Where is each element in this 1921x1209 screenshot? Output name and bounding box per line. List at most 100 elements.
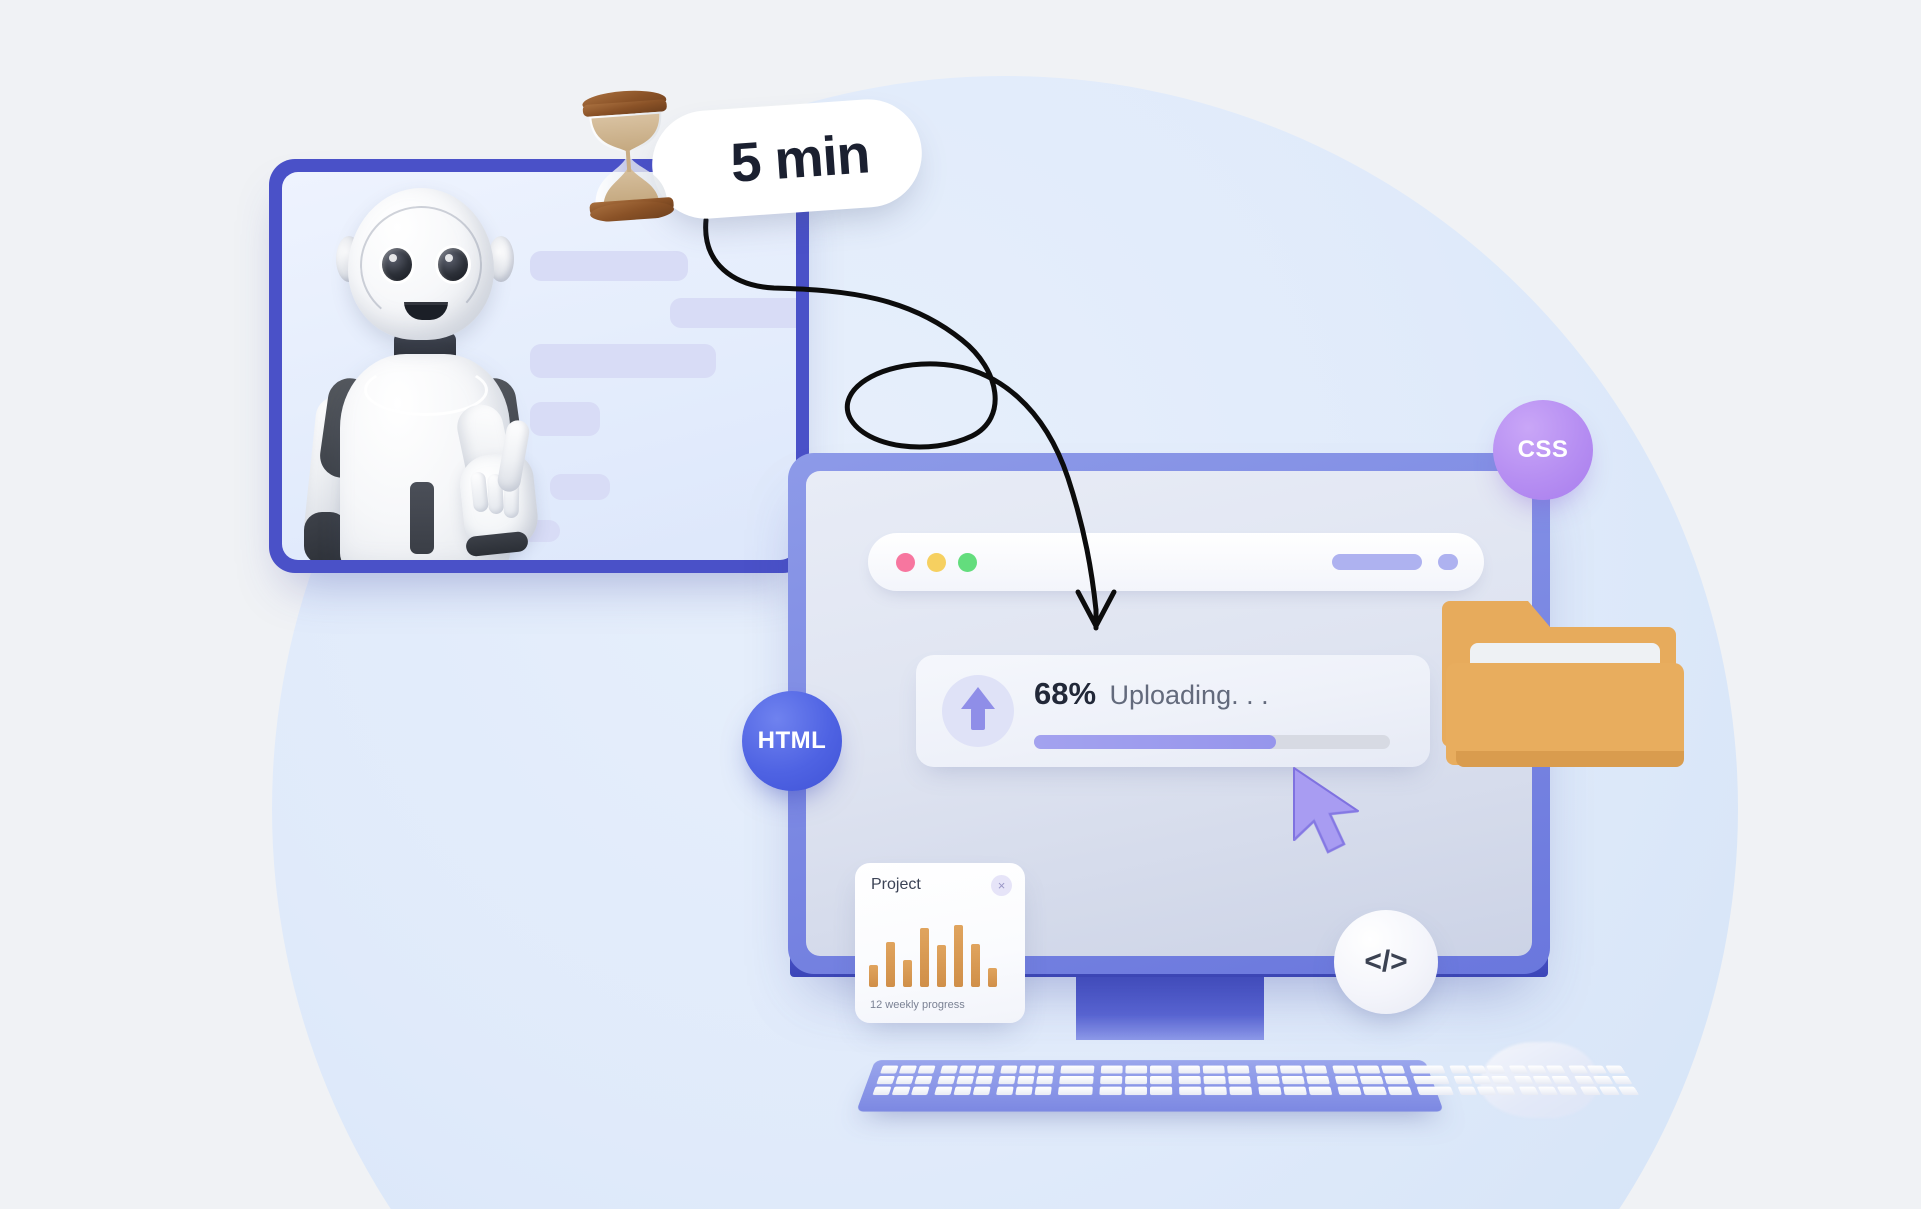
keyboard-key[interactable] — [1279, 1065, 1303, 1074]
keyboard-key[interactable] — [1099, 1086, 1122, 1096]
keyboard-key[interactable] — [917, 1065, 936, 1074]
keyboard-key-group[interactable] — [1099, 1065, 1173, 1096]
keyboard-key[interactable] — [1150, 1065, 1172, 1074]
keyboard-key[interactable] — [1337, 1086, 1362, 1096]
keyboard-key[interactable] — [1204, 1086, 1227, 1096]
keyboard-key[interactable] — [1124, 1086, 1147, 1096]
keyboard-key[interactable] — [977, 1065, 996, 1074]
keyboard-key[interactable] — [972, 1086, 991, 1096]
keyboard-key[interactable] — [1125, 1075, 1148, 1085]
keyboard-key[interactable] — [1229, 1086, 1253, 1096]
keyboard-key[interactable] — [1490, 1075, 1511, 1085]
keyboard-key[interactable] — [1202, 1065, 1225, 1074]
keyboard-key[interactable] — [1057, 1086, 1093, 1096]
keyboard-key-group[interactable] — [1057, 1065, 1095, 1096]
keyboard-key[interactable] — [1015, 1086, 1033, 1096]
keyboard-key[interactable] — [1283, 1086, 1308, 1096]
keyboard-key[interactable] — [1508, 1065, 1529, 1074]
project-card[interactable]: Project × 12 weekly progress — [855, 863, 1025, 1023]
window-close-dot[interactable] — [896, 552, 915, 572]
keyboard-key[interactable] — [880, 1065, 899, 1074]
keyboard-key[interactable] — [898, 1065, 918, 1074]
keyboard-key[interactable] — [1100, 1065, 1123, 1074]
keyboard-key[interactable] — [1018, 1065, 1036, 1074]
keyboard-key[interactable] — [910, 1086, 930, 1096]
window-maximize-dot[interactable] — [958, 552, 977, 572]
keyboard-key[interactable] — [1281, 1075, 1305, 1085]
keyboard-key[interactable] — [1359, 1075, 1384, 1085]
keyboard-key[interactable] — [876, 1075, 896, 1085]
keyboard-key[interactable] — [1573, 1075, 1595, 1085]
keyboard-key[interactable] — [891, 1086, 911, 1096]
code-badge[interactable]: </> — [1334, 910, 1438, 1014]
keyboard-key-group[interactable] — [1255, 1065, 1333, 1096]
keyboard-key[interactable] — [1412, 1075, 1450, 1085]
keyboard-key[interactable] — [1381, 1065, 1406, 1074]
html-badge[interactable]: HTML — [742, 691, 842, 791]
keyboard-key[interactable] — [940, 1065, 958, 1074]
keyboard-key[interactable] — [934, 1086, 953, 1096]
keyboard-key[interactable] — [953, 1086, 972, 1096]
keyboard-key[interactable] — [975, 1075, 993, 1085]
keyboard-key[interactable] — [1449, 1065, 1469, 1074]
keyboard-key[interactable] — [1384, 1075, 1409, 1085]
keyboard-key-group[interactable] — [934, 1065, 996, 1096]
keyboard-key[interactable] — [1255, 1065, 1279, 1074]
keyboard-key[interactable] — [1258, 1086, 1282, 1096]
keyboard-key[interactable] — [1387, 1086, 1413, 1096]
keyboard-key[interactable] — [1467, 1065, 1487, 1074]
keyboard-key-group[interactable] — [872, 1065, 936, 1096]
keyboard-key[interactable] — [1306, 1075, 1330, 1085]
keyboard-key[interactable] — [1532, 1075, 1553, 1085]
keyboard-key[interactable] — [1034, 1086, 1052, 1096]
keyboard-key[interactable] — [1150, 1086, 1173, 1096]
keyboard-key[interactable] — [1100, 1075, 1123, 1085]
keyboard-key[interactable] — [1059, 1075, 1094, 1085]
keyboard-key[interactable] — [1476, 1086, 1497, 1096]
keyboard-key[interactable] — [996, 1086, 1014, 1096]
keyboard-key[interactable] — [1060, 1065, 1095, 1074]
keyboard-key[interactable] — [1256, 1075, 1280, 1085]
keyboard-key[interactable] — [1125, 1065, 1148, 1074]
css-badge[interactable]: CSS — [1493, 400, 1593, 500]
keyboard-key-group[interactable] — [1178, 1065, 1253, 1096]
keyboard-key[interactable] — [1586, 1065, 1608, 1074]
keyboard-key[interactable] — [1203, 1075, 1226, 1085]
keyboard-key[interactable] — [1416, 1086, 1454, 1096]
keyboard-key[interactable] — [1527, 1065, 1548, 1074]
keyboard-key[interactable] — [1356, 1065, 1381, 1074]
keyboard-key-group[interactable] — [996, 1065, 1055, 1096]
browser-toolbar[interactable] — [868, 533, 1484, 591]
keyboard-key[interactable] — [1453, 1075, 1473, 1085]
keyboard-key[interactable] — [1178, 1075, 1201, 1085]
keyboard-key[interactable] — [1592, 1075, 1614, 1085]
keyboard-key[interactable] — [895, 1075, 914, 1085]
keyboard-key[interactable] — [872, 1086, 892, 1096]
keyboard-key[interactable] — [1537, 1086, 1559, 1096]
keyboard-key[interactable] — [1036, 1075, 1054, 1085]
keyboard-key[interactable] — [1000, 1065, 1018, 1074]
keyboard-key[interactable] — [1179, 1086, 1202, 1096]
keyboard-key[interactable] — [958, 1065, 977, 1074]
keyboard-key[interactable] — [1518, 1086, 1540, 1096]
keyboard-key-group[interactable] — [1332, 1065, 1413, 1096]
keyboard-key[interactable] — [1017, 1075, 1035, 1085]
keyboard-key[interactable] — [1308, 1086, 1333, 1096]
keyboard-key[interactable] — [956, 1075, 975, 1085]
keyboard-key[interactable] — [1150, 1075, 1172, 1085]
keyboard-key[interactable] — [1457, 1086, 1478, 1096]
keyboard-key[interactable] — [1332, 1065, 1356, 1074]
window-minimize-dot[interactable] — [927, 552, 946, 572]
keyboard-key[interactable] — [1598, 1086, 1621, 1096]
keyboard-key[interactable] — [998, 1075, 1016, 1085]
keyboard-key[interactable] — [1334, 1075, 1359, 1085]
keyboard-key[interactable] — [1495, 1086, 1516, 1096]
keyboard-key[interactable] — [1304, 1065, 1328, 1074]
keyboard-key[interactable] — [937, 1075, 956, 1085]
keyboard-key[interactable] — [1568, 1065, 1589, 1074]
keyboard-key[interactable] — [1409, 1065, 1446, 1074]
keyboard-key[interactable] — [1362, 1086, 1388, 1096]
keyboard-key[interactable] — [1178, 1065, 1201, 1074]
keyboard-key[interactable] — [1227, 1065, 1250, 1074]
mouse-cursor-icon[interactable] — [1288, 764, 1378, 864]
